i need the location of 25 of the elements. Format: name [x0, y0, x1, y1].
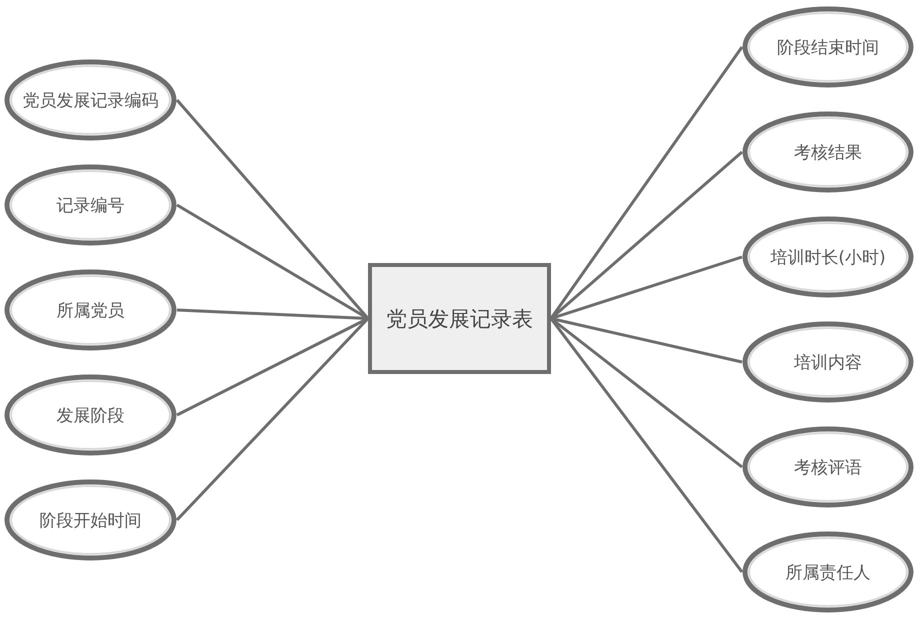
- attribute-ellipse: [742, 426, 914, 508]
- entity-box: [368, 263, 551, 374]
- node-label: 党员发展记录表: [386, 306, 533, 332]
- node-label: 培训内容: [794, 352, 862, 374]
- node-label: 发展阶段: [56, 404, 124, 426]
- attribute-ellipse: [4, 374, 177, 456]
- attribute-ellipse: [742, 321, 914, 403]
- node-label: 记录编号: [56, 194, 124, 216]
- attribute-ellipse: [4, 59, 177, 141]
- attribute-ellipse: [4, 269, 177, 351]
- attribute-ellipse: [742, 531, 914, 613]
- connector-line: [176, 99, 370, 320]
- attribute-ellipse: [742, 111, 914, 193]
- node-label: 考核评语: [794, 456, 862, 478]
- attribute-ellipse: [4, 479, 177, 561]
- node-label: 培训时长(小时): [770, 246, 886, 268]
- node-label: 考核结果: [794, 142, 862, 164]
- node-label: 所属责任人: [786, 562, 870, 584]
- attribute-ellipse: [742, 6, 914, 88]
- node-label: 所属党员: [56, 300, 124, 322]
- attribute-ellipse: [742, 216, 914, 298]
- node-label: 党员发展记录编码: [22, 90, 158, 112]
- attribute-ellipse: [4, 164, 177, 246]
- node-label: 阶段开始时间: [40, 510, 142, 532]
- node-label: 阶段结束时间: [777, 36, 879, 58]
